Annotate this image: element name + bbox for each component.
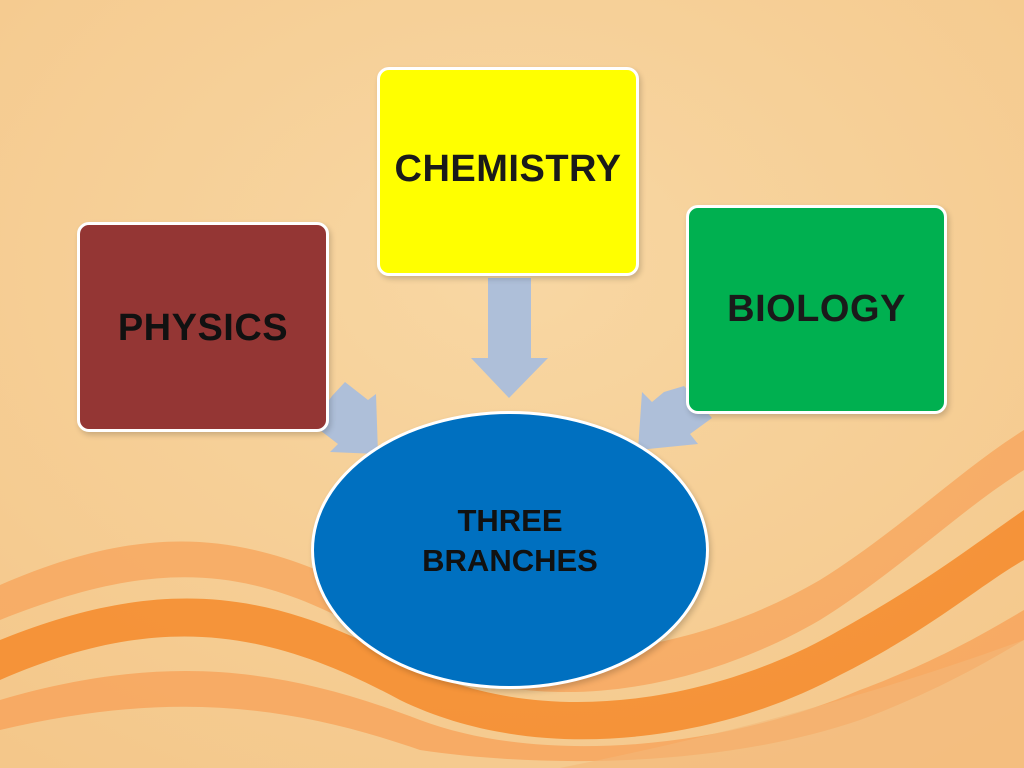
chemistry-box: CHEMISTRY [377, 67, 639, 276]
center-label-line2: BRANCHES [422, 543, 598, 578]
biology-label: BIOLOGY [727, 288, 906, 330]
arrow-physics-to-center [312, 382, 378, 454]
physics-label: PHYSICS [117, 306, 289, 349]
arrow-chemistry-to-center [471, 278, 548, 398]
chemistry-label: CHEMISTRY [394, 148, 622, 190]
biology-box: BIOLOGY [686, 205, 947, 414]
physics-box: PHYSICS [77, 222, 329, 432]
center-label-line1: THREE [457, 503, 563, 538]
center-node: THREE BRANCHES [311, 411, 709, 689]
